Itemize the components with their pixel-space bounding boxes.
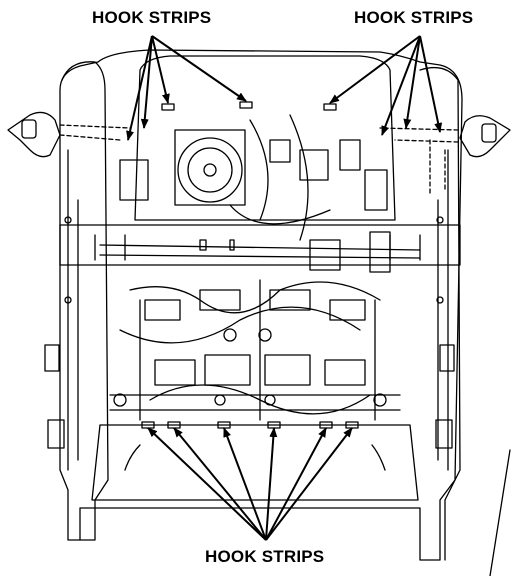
wiring-harness — [119, 279, 381, 421]
hook-strips-label-top-left: HOOK STRIPS — [92, 8, 212, 27]
leader-arrow — [265, 427, 278, 541]
leader-arrow — [126, 35, 153, 141]
leader-arrow — [147, 427, 267, 541]
cross-bar — [59, 224, 461, 266]
leader-arrow — [403, 35, 421, 129]
hook-strips-label-bottom: HOOK STRIPS — [205, 547, 325, 566]
upper-panel — [134, 55, 396, 221]
leader-arrow — [223, 427, 267, 541]
leader-arrow — [265, 427, 353, 541]
bottom-flap-panel — [91, 424, 419, 501]
left-side-tab — [7, 111, 61, 158]
right-side-tab — [459, 115, 511, 158]
fan-motor — [177, 137, 243, 203]
leader-arrow — [265, 427, 327, 541]
leader-arrow — [329, 35, 421, 104]
leader-arrow — [173, 427, 267, 541]
leader-arrow — [151, 35, 170, 104]
leader-arrow — [419, 35, 443, 133]
leader-arrow — [381, 35, 421, 136]
hook-strips-label-top-right: HOOK STRIPS — [354, 8, 474, 27]
seat-frame-outline — [59, 49, 463, 561]
left-side-frame — [61, 61, 109, 541]
leader-arrow — [140, 35, 153, 129]
leader-arrow — [151, 35, 247, 102]
